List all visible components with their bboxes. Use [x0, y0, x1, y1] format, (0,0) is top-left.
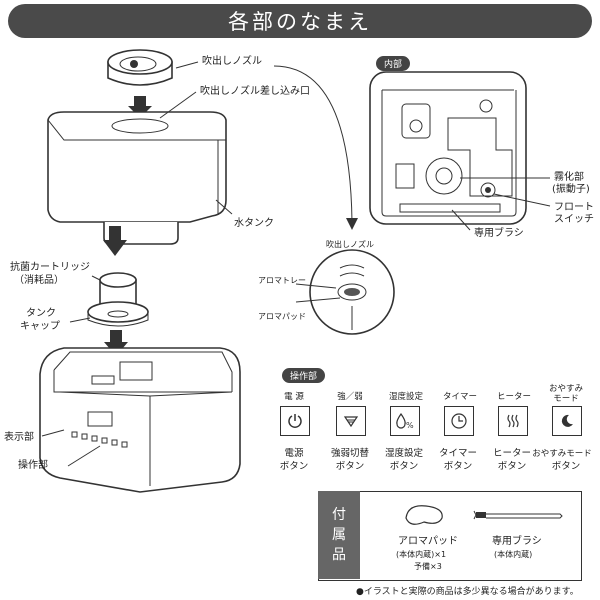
aroma-pad-drawing	[405, 505, 443, 525]
sleep-top-label-2: モード	[553, 394, 579, 404]
brush-interior-label: 専用ブラシ	[474, 228, 524, 239]
aroma-pad-note: (本体内蔵)×1	[396, 550, 447, 559]
strength-button[interactable]	[336, 406, 366, 436]
page-title: 各部のなまえ	[228, 10, 372, 34]
aroma-pad-name: アロマパッド	[398, 536, 458, 547]
water-tank-drawing	[47, 111, 227, 245]
float-switch-label: フロート	[554, 202, 594, 213]
timer-bottom-label: タイマー	[438, 448, 477, 459]
controls-label: 操作部	[18, 460, 48, 471]
interior-header: 内部	[376, 56, 411, 71]
timer-button[interactable]	[444, 406, 474, 436]
nozzle-detail-drawing	[309, 249, 395, 335]
power-button[interactable]	[280, 406, 310, 436]
cartridge-consumable-label: （消耗品）	[14, 275, 64, 286]
nozzle-label: 吹出しノズル	[202, 56, 262, 67]
nozzle-detail-label: 吹出しノズル	[326, 240, 374, 249]
clock-icon	[451, 413, 467, 429]
heater-bottom-label: ヒーター	[492, 448, 531, 459]
accessories-box	[318, 491, 582, 581]
aroma-tray-label: アロマトレー	[258, 276, 306, 285]
power-icon	[288, 414, 302, 428]
tank-cap-label-2: キャップ	[20, 321, 60, 332]
timer-top-label: タイマー	[442, 392, 477, 402]
humidity-bottom-label-2: ボタン	[389, 461, 419, 472]
heater-top-label: ヒーター	[496, 392, 531, 402]
brush-drawing	[473, 510, 563, 520]
base-drawing	[39, 347, 241, 493]
sleep-bottom-label-2: ボタン	[551, 461, 581, 472]
controls-header: 操作部	[282, 368, 326, 383]
aroma-pad-label: アロマパッド	[258, 312, 306, 321]
float-switch-label-2: スイッチ	[554, 214, 594, 225]
power-bottom-label: 電源	[284, 448, 304, 459]
cartridge-label: 抗菌カートリッジ	[10, 262, 90, 273]
heater-icon	[507, 414, 519, 428]
page-title-bar: 各部のなまえ	[8, 4, 592, 38]
steam-strength-icon	[343, 416, 359, 428]
display-label: 表示部	[4, 432, 34, 443]
humidity-button[interactable]: %	[390, 406, 420, 436]
interior-drawing	[369, 71, 527, 225]
accessories-header-char-1: 付	[332, 507, 346, 523]
cartridge-drawing	[87, 272, 149, 327]
moon-icon	[561, 414, 573, 427]
humidity-icon: %	[396, 412, 414, 430]
brush-name: 専用ブラシ	[492, 536, 542, 547]
accessories-header-char-3: 品	[332, 547, 346, 563]
water-tank-label: 水タンク	[234, 218, 274, 229]
strength-top-label: 強／弱	[337, 392, 363, 402]
power-bottom-label-2: ボタン	[279, 461, 309, 472]
strength-bottom-label-2: ボタン	[335, 461, 365, 472]
footnote: ●イラストと実際の商品は多少異なる場合があります。	[356, 587, 579, 597]
strength-bottom-label: 強弱切替	[330, 448, 369, 459]
humidity-bottom-label: 湿度設定	[384, 448, 423, 459]
humidity-top-label: 湿度設定	[388, 392, 423, 402]
sleep-bottom-label: おやすみモード	[532, 449, 592, 459]
sleep-mode-button[interactable]	[552, 406, 582, 436]
nozzle-socket-label: 吹出しノズル差し込み口	[200, 86, 310, 97]
mist-unit-sub-label: (振動子)	[552, 184, 590, 195]
accessories-header-char-2: 属	[332, 527, 346, 543]
tank-cap-label: タンク	[26, 308, 56, 319]
brush-note: (本体内蔵)	[494, 550, 533, 559]
svg-text:%: %	[406, 421, 414, 430]
timer-bottom-label-2: ボタン	[443, 461, 473, 472]
mist-unit-label: 霧化部	[554, 172, 584, 183]
sleep-top-label: おやすみ	[548, 384, 583, 394]
heater-bottom-label-2: ボタン	[497, 461, 527, 472]
nozzle-drawing	[107, 49, 173, 86]
aroma-pad-spare: 予備×3	[414, 562, 442, 571]
heater-button[interactable]	[498, 406, 528, 436]
power-top-label: 電 源	[284, 392, 304, 402]
accessories-header: 付 属 品	[318, 491, 360, 579]
